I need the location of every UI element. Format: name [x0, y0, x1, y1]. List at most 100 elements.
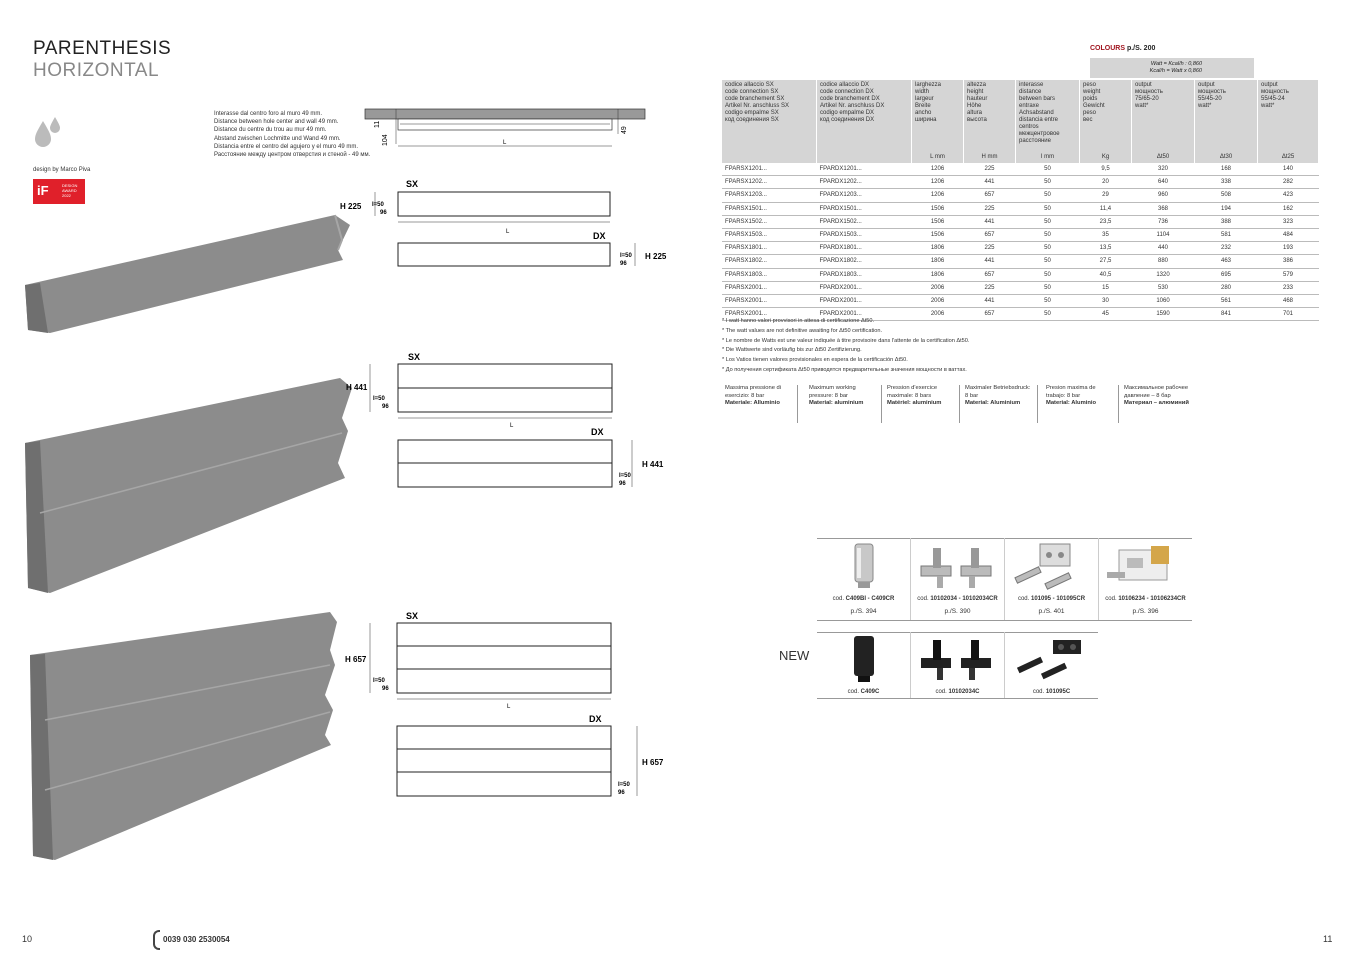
- table-cell: 440: [1131, 241, 1195, 256]
- table-cell: FPARSX1203...: [722, 188, 817, 203]
- table-cell: 1104: [1131, 228, 1195, 243]
- table-cell: 29: [1079, 188, 1132, 203]
- dx-label: DX: [591, 427, 604, 437]
- radiator-h657-render: [30, 612, 337, 860]
- table-cell: 193: [1257, 241, 1319, 256]
- table-cell: 1320: [1131, 268, 1195, 282]
- i50-label: I=50: [620, 253, 633, 259]
- table-cell: 140: [1257, 163, 1319, 177]
- dim-96: 96: [380, 210, 387, 216]
- colours-reference: COLOURS p./S. 200: [1090, 45, 1155, 52]
- table-cell: FPARSX1501...: [722, 202, 817, 216]
- note-line: Расстояние между центром отверстия и сте…: [214, 152, 371, 159]
- table-cell: 50: [1015, 202, 1080, 216]
- dim-l: L: [503, 140, 507, 146]
- dim-96: 96: [382, 404, 389, 410]
- table-cell: 50: [1015, 241, 1080, 256]
- table-cell: 11,4: [1079, 202, 1132, 216]
- table-cell: 841: [1194, 307, 1258, 322]
- table-cell: 50: [1015, 281, 1080, 295]
- table-cell: FPARSX1802...: [722, 254, 817, 269]
- dim-96: 96: [620, 261, 627, 267]
- pipe-cover-icon: [1014, 543, 1072, 590]
- table-cell: 35: [1079, 228, 1132, 243]
- footnote: * The watt values are not definitive awa…: [722, 327, 883, 334]
- unit-label: Δt30: [1219, 154, 1233, 160]
- table-cell: 50: [1015, 294, 1080, 309]
- table-cell: FPARSX2001...: [722, 294, 817, 309]
- new-label: NEW: [779, 648, 810, 663]
- if-award-logo: iF DESIGN AWARD 2022: [33, 179, 85, 204]
- i50-label: I=50: [619, 473, 632, 479]
- radiator-h225-render: [25, 214, 350, 333]
- table-cell: 640: [1131, 175, 1195, 190]
- accessory-tile: cod. 10102034C: [911, 632, 1005, 698]
- table-cell: 1590: [1131, 307, 1195, 322]
- accessory-tile: cod. 101095 - 101095CR p./S. 401: [1005, 538, 1099, 620]
- black-pipe-cover-icon: [1016, 640, 1081, 680]
- table-cell: 225: [963, 241, 1016, 256]
- table-cell: 23,5: [1079, 215, 1132, 229]
- table-cell: FPARSX1801...: [722, 241, 817, 256]
- table-cell: 1506: [911, 202, 964, 216]
- table-cell: 194: [1194, 202, 1258, 216]
- accessory-tile: cod. 10102034 - 10102034CR p./S. 390: [911, 538, 1005, 620]
- table-cell: 368: [1131, 202, 1195, 216]
- table-cell: 441: [963, 254, 1016, 269]
- dim-96: 96: [618, 790, 625, 796]
- drawing-h441: SX H 441 I=50 96 L DX I=50 96 H 441: [346, 352, 664, 488]
- valve-kit-icon: [920, 548, 992, 588]
- table-cell: 736: [1131, 215, 1195, 229]
- table-cell: 13,5: [1079, 241, 1132, 256]
- watt-conversion-note: Watt = Kcal/h : 0,860 Kcal/h = Watt x 0,…: [1090, 58, 1254, 78]
- radiator-h441-render: [25, 378, 352, 593]
- phone-contact: 0039 030 2530054: [153, 930, 230, 950]
- table-cell: 320: [1131, 163, 1195, 177]
- unit-label: I mm: [1040, 154, 1055, 160]
- table-cell: 657: [963, 307, 1016, 322]
- footnote: * Die Wattwerte sind vorläufig bis zur Δ…: [722, 347, 862, 354]
- footnote: * До получения сертификата Δt50 приводят…: [722, 366, 967, 373]
- note-line: Distancia entre el centro del agujero y …: [214, 143, 359, 150]
- table-cell: FPARSX2001...: [722, 281, 817, 295]
- table-cell: 338: [1194, 175, 1258, 190]
- h657-label: H 657: [642, 758, 664, 767]
- table-cell: 1206: [911, 163, 964, 177]
- designer-credit: design by Marco Piva: [33, 167, 91, 173]
- dim-96: 96: [382, 686, 389, 692]
- table-cell: 388: [1194, 215, 1258, 229]
- table-cell: 40,5: [1079, 268, 1132, 282]
- table-cell: FPARSX1201...: [722, 163, 817, 177]
- table-cell: 225: [963, 202, 1016, 216]
- table-cell: FPARSX1503...: [722, 228, 817, 243]
- table-cell: 1806: [911, 241, 964, 256]
- table-cell: 657: [963, 268, 1016, 282]
- table-cell: 233: [1257, 281, 1319, 295]
- i50-label: I=50: [618, 782, 631, 788]
- black-thermostatic-head-icon: [854, 636, 874, 682]
- accessory-tile: cod. C409BI - C409CR p./S. 394: [817, 538, 911, 620]
- award-logo-mark: iF: [37, 183, 49, 198]
- table-cell: FPARSX1502...: [722, 215, 817, 229]
- table-cell: 1506: [911, 228, 964, 243]
- table-cell: 225: [963, 281, 1016, 295]
- phone-number: 0039 030 2530054: [163, 935, 230, 945]
- table-cell: 2006: [911, 307, 964, 322]
- h441-label: H 441: [642, 460, 664, 469]
- dx-label: DX: [593, 231, 606, 241]
- colours-page: p./S. 200: [1126, 45, 1156, 52]
- table-cell: 880: [1131, 254, 1195, 269]
- page-subtitle: HORIZONTAL: [33, 60, 160, 81]
- sx-label: SX: [406, 179, 418, 189]
- table-cell: 168: [1194, 163, 1258, 177]
- table-cell: FPARDX2001...: [816, 307, 912, 322]
- table-cell: 960: [1131, 188, 1195, 203]
- accessory-tile: cod. 10106234 - 10106234CR p./S. 396: [1099, 538, 1192, 620]
- table-cell: 1206: [911, 175, 964, 190]
